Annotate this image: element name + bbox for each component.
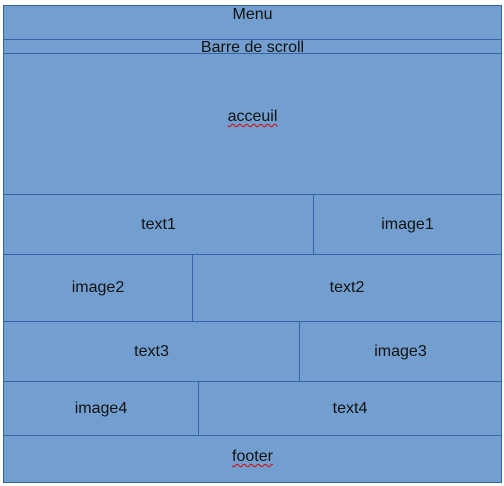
text1-label: text1 (141, 215, 176, 233)
image4-label: image4 (74, 399, 128, 417)
image2-label: image2 (71, 279, 125, 296)
footer-block: footer (3, 435, 502, 483)
text4-label: text4 (332, 399, 368, 417)
image4-block: image4 (3, 381, 199, 436)
text4-block: text4 (198, 381, 502, 436)
text2-label: text2 (329, 279, 365, 296)
image1-label: image1 (381, 215, 434, 233)
scrollbar-block: Barre de scroll (3, 39, 502, 56)
scrollbar-label: Barre de scroll (201, 40, 304, 56)
scrollbar-label-word: scroll (266, 39, 305, 56)
scrollbar-label-prefix: Barre de (200, 39, 267, 56)
menu-label: Menu (232, 6, 273, 23)
image2-block: image2 (3, 254, 193, 322)
image1-block: image1 (313, 194, 502, 255)
text2-block: text2 (192, 254, 502, 322)
menu-block: Menu (3, 5, 502, 40)
text3-block: text3 (3, 321, 300, 382)
accueil-label: acceuil (227, 108, 278, 125)
image3-block: image3 (299, 321, 502, 382)
footer-label: footer (232, 448, 273, 465)
text3-label: text3 (134, 342, 169, 360)
accueil-block: acceuil (3, 53, 502, 195)
image3-label: image3 (374, 342, 427, 360)
text1-block: text1 (3, 194, 314, 255)
